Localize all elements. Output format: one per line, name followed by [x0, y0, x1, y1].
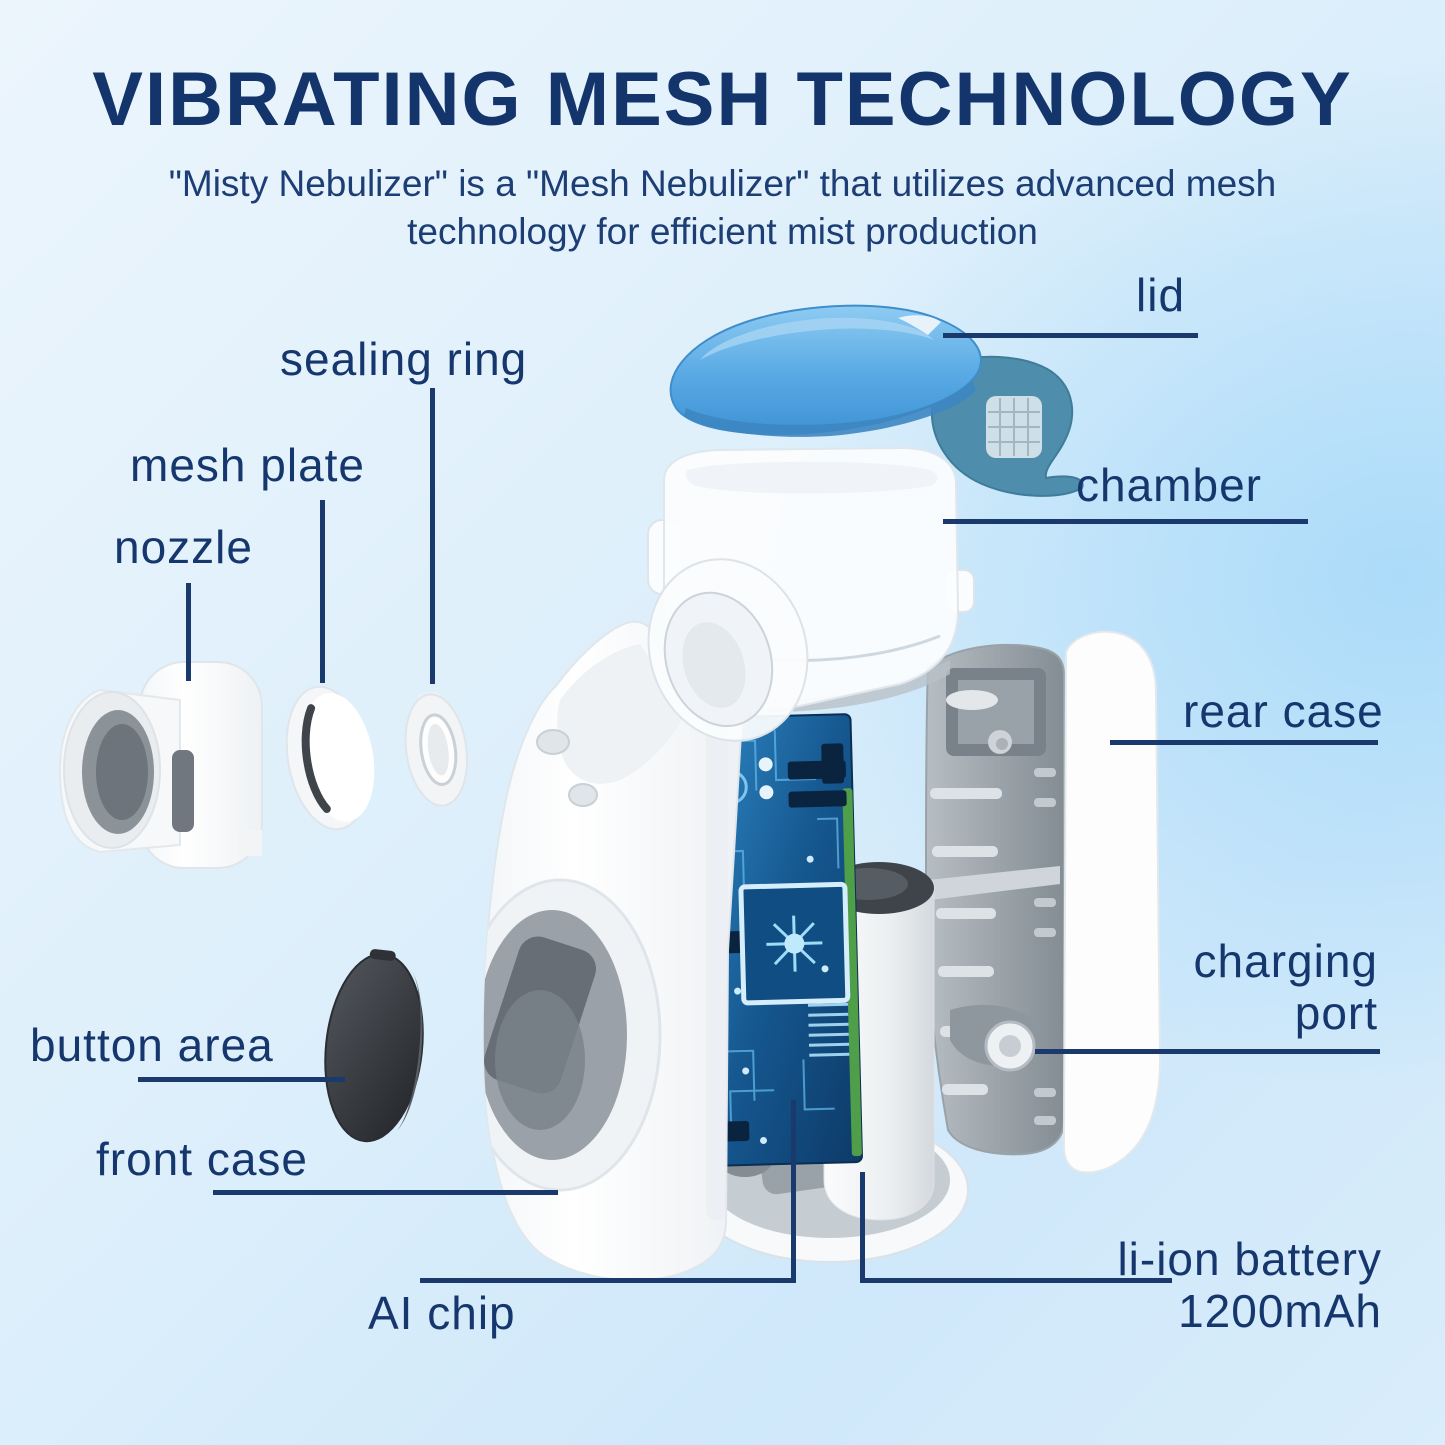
rear-case-part	[924, 630, 1162, 1174]
charging-port-part	[984, 1020, 1036, 1072]
label-battery: li-ion battery 1200mAh	[1117, 1233, 1382, 1337]
page-title: VIBRATING MESH TECHNOLOGY	[92, 57, 1353, 142]
leader-line-battery-horizontal	[860, 1278, 1172, 1283]
subtitle-line-1: "Misty Nebulizer" is a "Mesh Nebulizer" …	[168, 163, 1277, 204]
label-charging-port-line-2: port	[1294, 986, 1378, 1039]
leader-line-nozzle	[186, 583, 191, 681]
leader-line-rear-case	[1110, 740, 1378, 745]
leader-line-battery-vertical	[860, 1172, 865, 1283]
button-part	[324, 949, 424, 1143]
subtitle-line-2: technology for efficient mist production	[407, 211, 1038, 253]
label-front-case: front case	[96, 1133, 308, 1185]
label-mesh-plate: mesh plate	[130, 439, 366, 491]
leader-line-button-area	[138, 1077, 345, 1082]
label-sealing-ring: sealing ring	[280, 333, 528, 385]
leader-line-charging-port	[1035, 1049, 1380, 1054]
leader-line-ai-chip-horizontal	[420, 1278, 796, 1283]
label-chamber: chamber	[1076, 459, 1262, 511]
mesh-plate-part	[285, 685, 375, 831]
label-rear-case: rear case	[1183, 685, 1384, 737]
leader-line-chamber	[943, 519, 1308, 524]
sealing-ring-part	[404, 691, 468, 807]
leader-line-front-case	[213, 1190, 558, 1195]
leader-line-sealing-ring	[430, 388, 435, 684]
label-charging-port: charging port	[1193, 935, 1378, 1039]
label-lid: lid	[1136, 269, 1186, 321]
lid-part	[669, 304, 1084, 497]
page-subtitle: "Misty Nebulizer" is a "Mesh Nebulizer" …	[0, 160, 1445, 256]
label-battery-line-1: li-ion battery	[1117, 1233, 1382, 1285]
nozzle-part	[58, 661, 263, 869]
label-nozzle: nozzle	[114, 521, 253, 573]
label-battery-line-2: 1200mAh	[1178, 1284, 1382, 1337]
chamber-part	[647, 446, 975, 742]
leader-line-mesh-plate	[320, 500, 325, 683]
label-button-area: button area	[30, 1019, 274, 1071]
label-ai-chip: AI chip	[368, 1287, 516, 1339]
front-case-part	[482, 620, 744, 1282]
label-charging-port-line-1: charging	[1193, 935, 1378, 987]
leader-line-lid	[943, 333, 1198, 338]
leader-line-ai-chip-vertical	[791, 1100, 796, 1283]
ai-chip-part	[738, 881, 851, 1006]
